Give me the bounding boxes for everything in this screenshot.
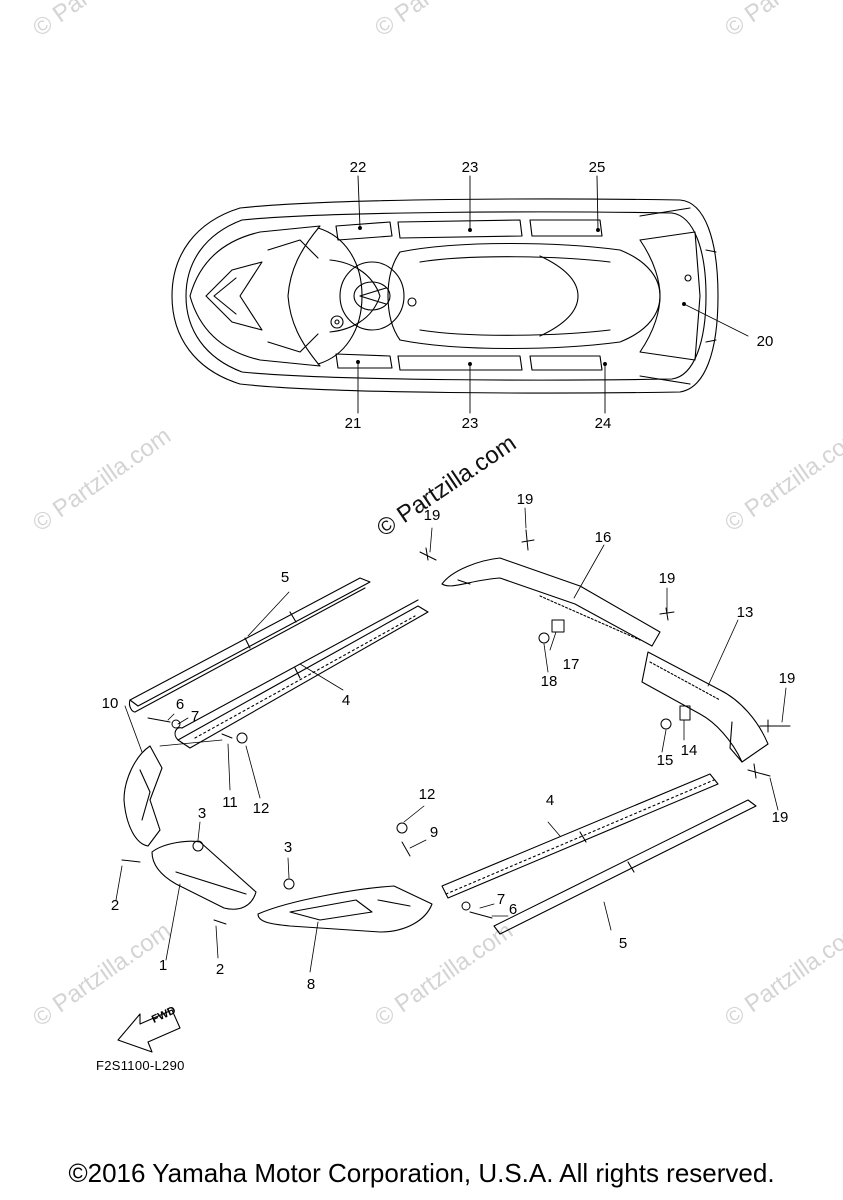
callout-9: 9 <box>429 824 439 841</box>
part-13-rear-molding <box>641 651 769 763</box>
fwd-arrow-icon <box>117 1009 181 1053</box>
callout-18: 18 <box>540 673 558 690</box>
callout-13: 13 <box>736 604 754 621</box>
callout-8: 8 <box>306 976 316 993</box>
callout-19: 19 <box>778 670 796 687</box>
callout-19: 19 <box>771 809 789 826</box>
part-5-rail-right <box>493 799 757 935</box>
fasteners <box>121 529 791 925</box>
callout-20: 20 <box>756 333 774 350</box>
callout-21: 21 <box>344 415 362 432</box>
part-16-rear-rail <box>441 557 661 647</box>
callout-23: 23 <box>461 415 479 432</box>
callout-7: 7 <box>190 708 200 725</box>
callout-15: 15 <box>656 752 674 769</box>
callout-2: 2 <box>110 897 120 914</box>
callout-24: 24 <box>594 415 612 432</box>
exploded-leader-lines <box>115 507 787 973</box>
callout-12: 12 <box>252 800 270 817</box>
callout-17: 17 <box>562 656 580 673</box>
callout-6: 6 <box>508 901 518 918</box>
callout-12: 12 <box>418 786 436 803</box>
part-1-panel <box>151 840 257 910</box>
part-5-rail-left <box>128 577 371 713</box>
callout-5: 5 <box>280 569 290 586</box>
callout-4: 4 <box>545 792 555 809</box>
part-10-corner <box>123 745 163 847</box>
part-4-molding-right <box>441 773 719 899</box>
diagram-reference: F2S1100-L290 <box>96 1058 185 1073</box>
callout-2: 2 <box>215 961 225 978</box>
copyright-notice: ©2016 Yamaha Motor Corporation, U.S.A. A… <box>68 1158 775 1188</box>
callout-19: 19 <box>658 570 676 587</box>
callout-6: 6 <box>175 696 185 713</box>
callout-22: 22 <box>349 159 367 176</box>
callout-25: 25 <box>588 159 606 176</box>
callout-19: 19 <box>423 507 441 524</box>
part-8-panel <box>257 885 433 933</box>
callout-1: 1 <box>158 957 168 974</box>
callout-3: 3 <box>197 805 207 822</box>
top-view-leader-lines <box>356 175 749 414</box>
callout-23: 23 <box>461 159 479 176</box>
callout-11: 11 <box>222 794 238 811</box>
callout-19: 19 <box>516 491 534 508</box>
watercraft-top-view <box>171 198 719 394</box>
callout-3: 3 <box>283 839 293 856</box>
callout-4: 4 <box>341 692 351 709</box>
callout-16: 16 <box>594 529 612 546</box>
callout-5: 5 <box>618 935 628 952</box>
callout-14: 14 <box>680 742 698 759</box>
callout-10: 10 <box>101 695 119 712</box>
callout-7: 7 <box>496 891 506 908</box>
